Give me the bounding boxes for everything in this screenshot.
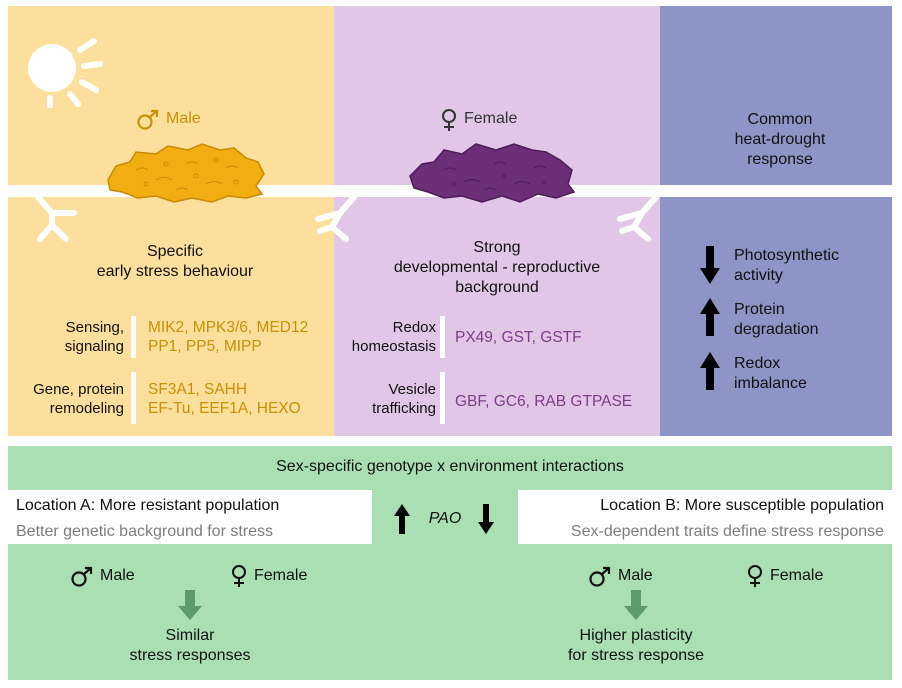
male-row-label: Gene, protein remodeling (33, 381, 124, 417)
female-heading: Strong developmental - reproductive back… (393, 239, 601, 296)
female-row-label: Vesicle trafficking (372, 381, 436, 417)
female-label: Female (254, 567, 308, 584)
female-panel (334, 6, 660, 436)
gene-list: MIK2, MPK3/6, MED12 PP1, PP5, MIPP (148, 319, 309, 355)
location-b-title: Location B: More susceptible population (600, 497, 884, 514)
pao-label: PAO (428, 510, 462, 527)
common-item: Protein degradation (734, 301, 819, 338)
interaction-band (8, 446, 892, 490)
female-label: Female (464, 110, 518, 127)
male-header: Male (136, 108, 256, 132)
right-outcome: Higher plasticity for stress response (567, 627, 705, 664)
female-label: Female (770, 567, 824, 584)
pao-box (372, 488, 518, 548)
arrow-up-icon (700, 298, 720, 336)
outcome-panel (8, 544, 892, 680)
location-a-subtitle: Better genetic background for stress (16, 523, 274, 540)
male-label: Male (166, 110, 201, 127)
arrow-up-icon (700, 352, 720, 390)
tap-root-icon (617, 195, 659, 242)
gene-list: GBF, GC6, RAB GTPASE (455, 393, 633, 410)
common-heading: Common heat-drought response (734, 111, 826, 168)
location-b-subtitle: Sex-dependent traits define stress respo… (570, 523, 884, 540)
arrow-up-icon (394, 504, 410, 534)
sun-icon (28, 38, 103, 108)
male-symbol-icon (71, 566, 93, 587)
divider (440, 316, 445, 358)
gene-list: PX49, GST, GSTF (455, 329, 582, 346)
arrow-down-icon (178, 590, 202, 620)
tap-root-icon (315, 195, 357, 242)
male-symbol-icon (137, 109, 159, 130)
tap-root-icon (35, 195, 77, 242)
common-item: Photosynthetic activity (734, 247, 839, 284)
divider (131, 316, 136, 358)
male-heading: Specific early stress behaviour (96, 243, 254, 280)
female-symbol-icon (232, 565, 246, 587)
male-symbol-icon (589, 566, 611, 587)
female-header: Female (440, 108, 560, 132)
location-a-title: Location A: More resistant population (16, 497, 280, 514)
gene-list: SF3A1, SAHH EF-Tu, EEF1A, HEXO (148, 381, 301, 417)
arrow-down-icon (478, 504, 494, 534)
female-plant-rosette (409, 143, 576, 203)
male-label: Male (100, 567, 135, 584)
female-symbol-icon (442, 109, 456, 131)
male-label: Male (618, 567, 653, 584)
left-outcome: Similar stress responses (129, 627, 251, 664)
female-row-label: Redox homeostasis (351, 319, 436, 355)
male-plant-rosette (107, 143, 265, 203)
common-item: Redox imbalance (734, 355, 807, 392)
common-response-panel (660, 6, 892, 436)
arrow-down-icon (624, 590, 648, 620)
female-symbol-icon (748, 565, 762, 587)
interaction-title: Sex-specific genotype x environment inte… (276, 458, 624, 475)
divider (440, 372, 445, 424)
male-row-label: Sensing, signaling (64, 319, 124, 355)
divider (131, 372, 136, 424)
arrow-down-icon (700, 246, 720, 284)
